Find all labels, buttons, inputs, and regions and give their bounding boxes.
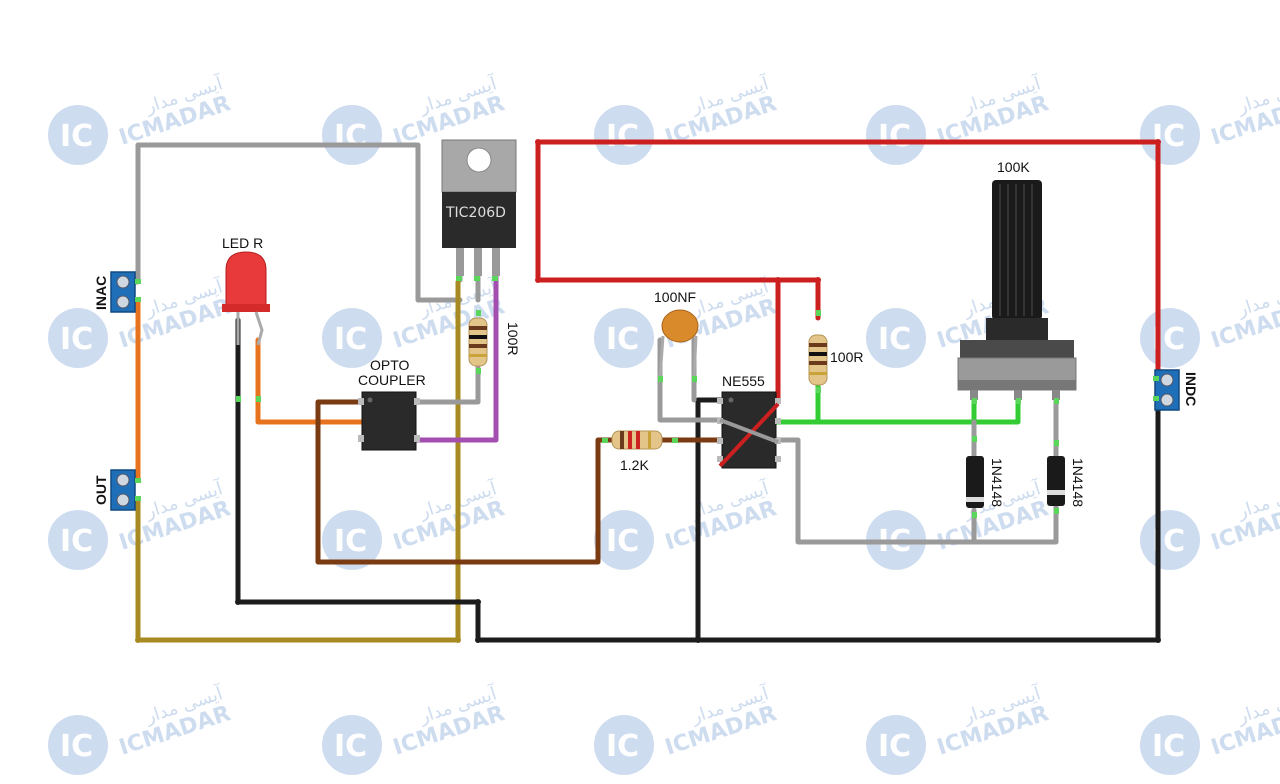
capacitor-100nf: 100NF	[654, 289, 699, 379]
wire-red-supply	[535, 139, 1161, 383]
resistor-gate-value: 100R	[505, 322, 521, 355]
watermark-logo-text: IC	[60, 524, 93, 559]
watermark-logo-text: IC	[878, 119, 911, 154]
wire-orange-led	[255, 337, 365, 425]
resistor-pot-value: 100R	[830, 349, 863, 365]
watermark-logo-text: IC	[60, 119, 93, 154]
watermark-logo-text: IC	[334, 322, 367, 357]
opto-coupler: OPTO COUPLER	[358, 357, 426, 451]
watermark-logo-text: IC	[606, 524, 639, 559]
triac-part-label: TIC206D	[445, 205, 506, 221]
watermark-logo-icon	[48, 308, 108, 368]
watermark-logo-icon	[322, 105, 382, 165]
watermark-logo-text: IC	[606, 119, 639, 154]
opto-label-line1: OPTO	[370, 357, 410, 373]
watermark-logo-text: IC	[60, 322, 93, 357]
wire-gray-555-over	[719, 418, 779, 444]
wire-green-pot	[773, 395, 1021, 425]
watermark-logo-icon	[322, 715, 382, 775]
terminal-inac: INAC	[93, 271, 136, 313]
watermark-logo-icon	[48, 510, 108, 570]
junctions	[135, 139, 1161, 643]
watermark-logo-text: IC	[606, 729, 639, 764]
terminal-indc: INDC	[1154, 369, 1199, 411]
watermark-logo-icon	[866, 715, 926, 775]
watermark-logo-icon	[594, 105, 654, 165]
resistor-pot-100r: 100R	[808, 334, 863, 386]
diode-1n4148-2: 1N4148	[1047, 456, 1086, 507]
wire-gray-inac	[125, 142, 463, 303]
watermark-logo-icon	[594, 308, 654, 368]
potentiometer-100k: 100K	[957, 159, 1077, 400]
watermark-logo-icon	[1140, 715, 1200, 775]
watermark-logo-text: IC	[334, 524, 367, 559]
resistor-input-value: 1.2K	[620, 457, 649, 473]
wire-red-555-over	[718, 402, 780, 468]
triac-tic206d: TIC206D	[441, 139, 517, 276]
wire-gray-opto-res	[413, 365, 481, 405]
terminal-out: OUT	[93, 469, 136, 511]
resistor-input-1-2k: 1.2K	[611, 430, 663, 473]
wire-olive-out-triac	[135, 279, 461, 643]
wire-purple-gate	[413, 247, 499, 443]
diode1-label: 1N4148	[989, 458, 1005, 507]
watermark-logo-icon	[866, 308, 926, 368]
watermark-logo-icon	[322, 510, 382, 570]
watermark-logo-text: IC	[1152, 729, 1185, 764]
diode-1n4148-1: 1N4148	[966, 456, 1005, 508]
watermark-logo-icon	[48, 105, 108, 165]
ne555-timer: NE555	[717, 373, 781, 469]
terminal-out-label: OUT	[93, 475, 109, 505]
watermark-logo-icon	[1140, 105, 1200, 165]
watermark-logo-text: IC	[606, 322, 639, 357]
wire-black-led	[235, 317, 1161, 643]
watermark-logo-text: IC	[60, 729, 93, 764]
potentiometer-label: 100K	[997, 159, 1030, 175]
opto-label-line2: COUPLER	[358, 372, 426, 388]
wire-gray-diodes	[773, 437, 1059, 545]
watermark-logo-icon	[1140, 308, 1200, 368]
terminal-indc-label: INDC	[1183, 372, 1199, 406]
watermark-logo-icon	[322, 308, 382, 368]
ne555-label: NE555	[722, 373, 765, 389]
watermark-logo-text: IC	[334, 729, 367, 764]
watermark-logo-text: IC	[334, 119, 367, 154]
resistor-gate-100r: 100R	[468, 317, 521, 367]
watermark-logo-icon	[48, 715, 108, 775]
watermark-logo-icon	[594, 715, 654, 775]
watermark-logo-icon	[866, 105, 926, 165]
terminal-inac-label: INAC	[93, 276, 109, 310]
diode2-label: 1N4148	[1070, 458, 1086, 507]
watermark-logo-text: IC	[878, 322, 911, 357]
led-red: LED R	[222, 235, 270, 346]
capacitor-label: 100NF	[654, 289, 696, 305]
pin-markers	[135, 276, 1159, 518]
wire-black-555	[695, 397, 723, 643]
watermark-logo-icon	[594, 510, 654, 570]
wire-brown-opto	[315, 399, 615, 565]
led-label: LED R	[222, 235, 263, 251]
watermark-logo-text: IC	[878, 729, 911, 764]
watermark-logo-icon	[1140, 510, 1200, 570]
